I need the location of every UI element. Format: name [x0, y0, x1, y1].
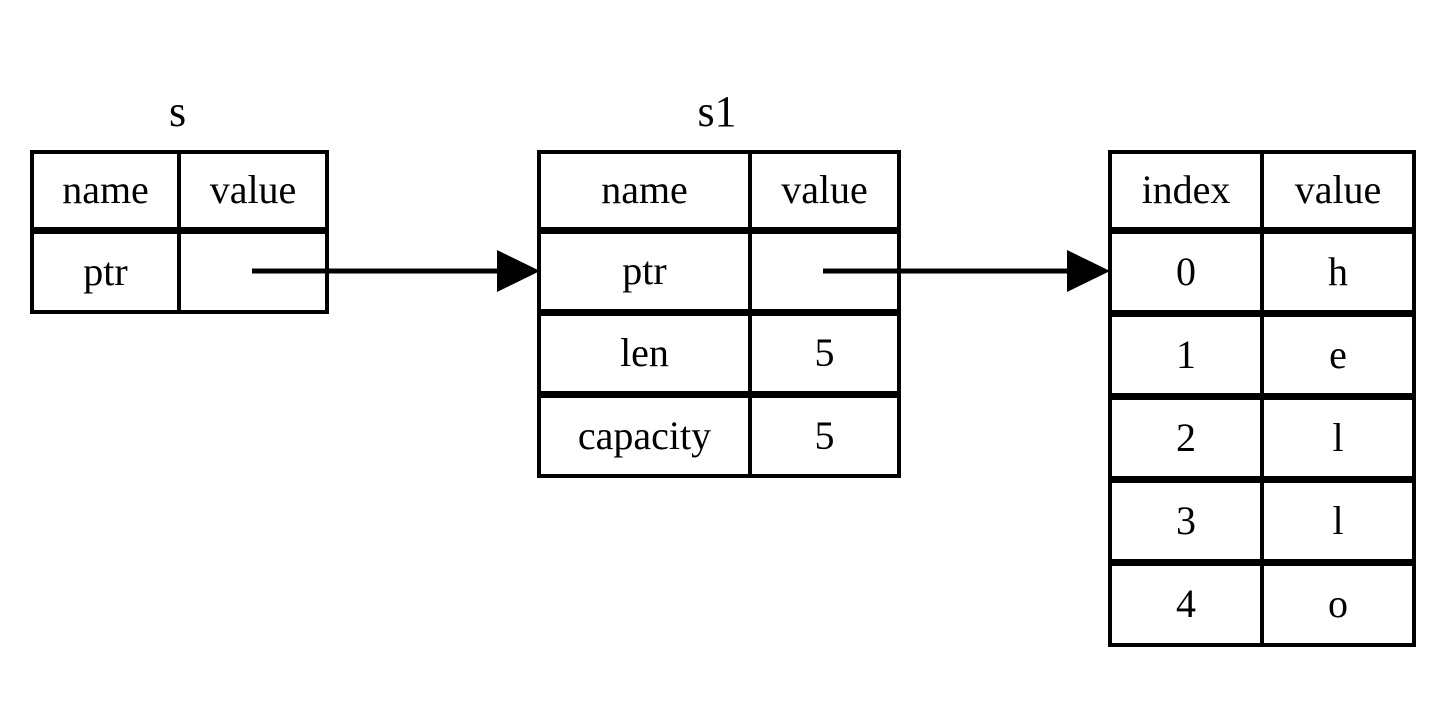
table-s1-header-value: value [748, 150, 901, 232]
table-heap-cell-1-index: 1 [1108, 309, 1264, 398]
table-heap-row-4: 4 o [1108, 558, 1416, 647]
table-heap-cell-2-index: 2 [1108, 392, 1264, 481]
table-heap-cell-3-value: l [1260, 475, 1416, 564]
table-s1-header-name: name [537, 150, 752, 232]
table-s-header-value: value [177, 150, 329, 232]
table-heap-cell-4-index: 4 [1108, 558, 1264, 647]
table-heap-cell-1-value: e [1260, 309, 1416, 398]
table-s-header-row: name value [30, 150, 329, 232]
table-heap-row-0: 0 h [1108, 226, 1416, 315]
table-heap-cell-4-value: o [1260, 558, 1416, 647]
table-s1-cell-capacity-value: 5 [748, 390, 901, 478]
table-heap-header-index: index [1108, 150, 1264, 232]
table-s: name value ptr [30, 150, 329, 314]
table-s-cell-ptr-name: ptr [30, 226, 181, 314]
table-s1-cell-capacity-name: capacity [537, 390, 752, 478]
table-s1-cell-len-value: 5 [748, 308, 901, 396]
table-heap-cell-2-value: l [1260, 392, 1416, 481]
table-s1-cell-ptr-name: ptr [537, 226, 752, 314]
table-s-row-ptr: ptr [30, 226, 329, 314]
table-heap-header-value: value [1260, 150, 1416, 232]
table-heap-cell-3-index: 3 [1108, 475, 1264, 564]
table-heap-header-row: index value [1108, 150, 1416, 232]
table-s1-header-row: name value [537, 150, 901, 232]
table-s1-cell-ptr-value [748, 226, 901, 314]
table-heap-row-2: 2 l [1108, 392, 1416, 481]
table-heap-row-3: 3 l [1108, 475, 1416, 564]
table-heap-cell-0-index: 0 [1108, 226, 1264, 315]
table-s-cell-ptr-value [177, 226, 329, 314]
table-heap-cell-0-value: h [1260, 226, 1416, 315]
arrowhead-s-to-s1 [497, 250, 540, 292]
table-s1-cell-len-name: len [537, 308, 752, 396]
table-s-title: s [168, 87, 187, 136]
table-s1-row-ptr: ptr [537, 226, 901, 314]
table-s1: name value ptr len 5 capacity 5 [537, 150, 901, 478]
table-heap-row-1: 1 e [1108, 309, 1416, 398]
table-s1-row-capacity: capacity 5 [537, 390, 901, 478]
table-s-header-name: name [30, 150, 181, 232]
table-s1-row-len: len 5 [537, 308, 901, 396]
arrowhead-s1-to-heap [1067, 250, 1110, 292]
table-s1-title: s1 [697, 87, 737, 136]
table-heap: index value 0 h 1 e 2 l 3 l 4 o [1108, 150, 1416, 647]
